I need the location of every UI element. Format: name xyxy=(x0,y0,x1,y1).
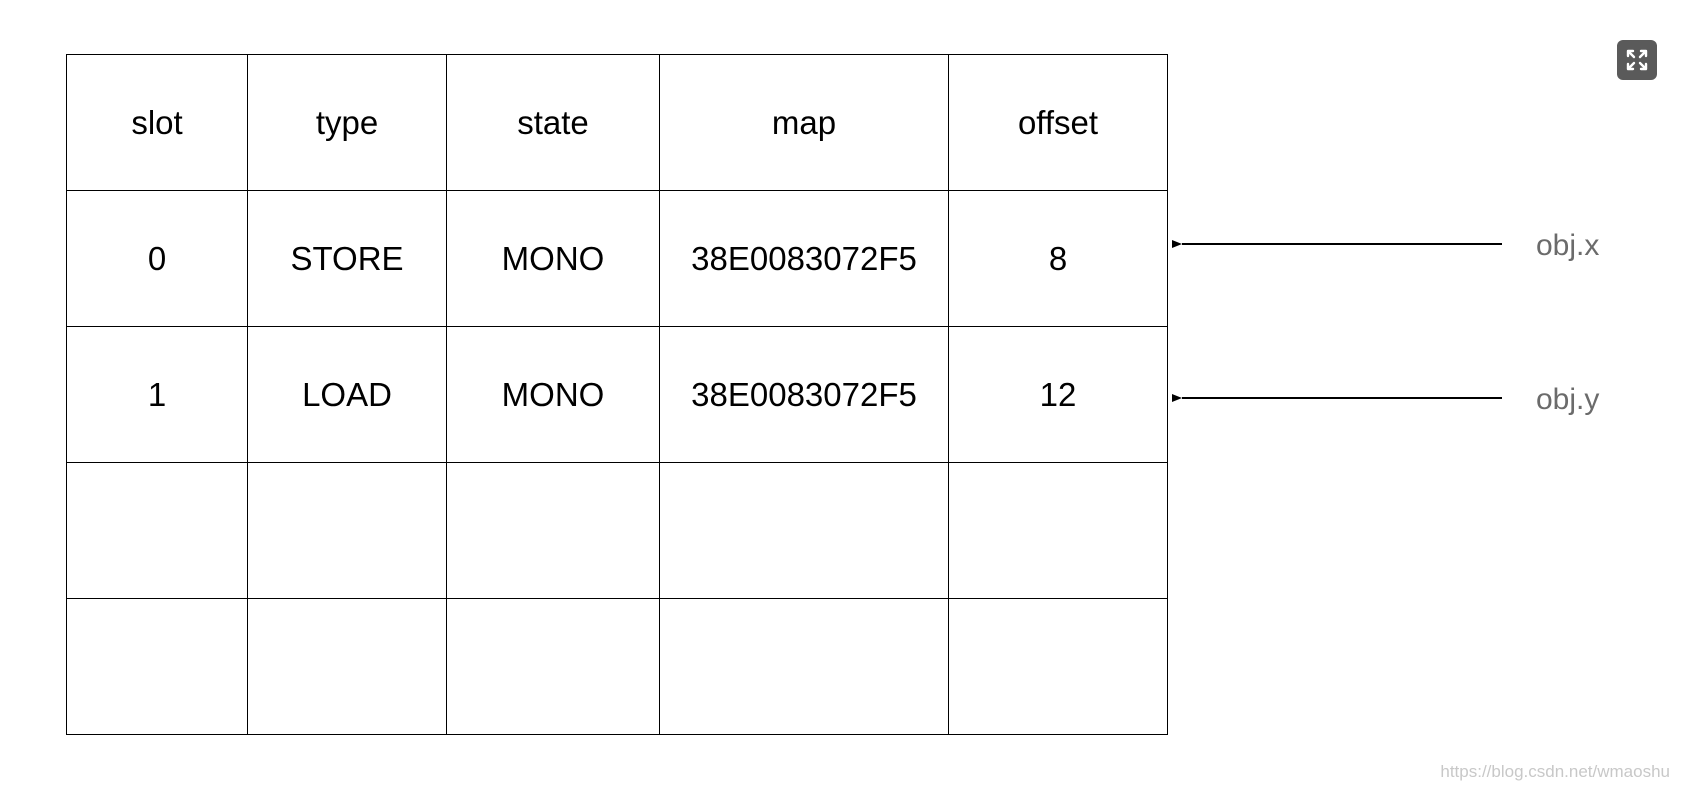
cell-type: STORE xyxy=(247,190,447,327)
cell-offset: 8 xyxy=(948,190,1168,327)
table-row xyxy=(66,462,1168,599)
table-row: 0 STORE MONO 38E0083072F5 8 xyxy=(66,190,1168,327)
table-row xyxy=(66,598,1168,735)
inline-cache-table: slot type state map offset 0 STORE MONO … xyxy=(66,54,1168,735)
header-slot: slot xyxy=(66,54,248,191)
table-row: 1 LOAD MONO 38E0083072F5 12 xyxy=(66,326,1168,463)
watermark: https://blog.csdn.net/wmaoshu xyxy=(1440,762,1670,781)
cell-map: 38E0083072F5 xyxy=(659,326,949,463)
cell-offset xyxy=(948,598,1168,735)
cell-map xyxy=(659,598,949,735)
expand-button[interactable] xyxy=(1617,40,1657,80)
header-state: state xyxy=(446,54,660,191)
cell-type xyxy=(247,462,447,599)
annotation-label-obj-x: obj.x xyxy=(1536,229,1600,262)
cell-state: MONO xyxy=(446,326,660,463)
cell-offset xyxy=(948,462,1168,599)
cell-map: 38E0083072F5 xyxy=(659,190,949,327)
annotation-label-obj-y: obj.y xyxy=(1536,383,1600,416)
cell-slot: 0 xyxy=(66,190,248,327)
cell-offset: 12 xyxy=(948,326,1168,463)
expand-icon xyxy=(1626,49,1648,71)
cell-slot: 1 xyxy=(66,326,248,463)
cell-slot xyxy=(66,598,248,735)
cell-state xyxy=(446,462,660,599)
cell-type: LOAD xyxy=(247,326,447,463)
cell-state xyxy=(446,598,660,735)
header-type: type xyxy=(247,54,447,191)
cell-slot xyxy=(66,462,248,599)
